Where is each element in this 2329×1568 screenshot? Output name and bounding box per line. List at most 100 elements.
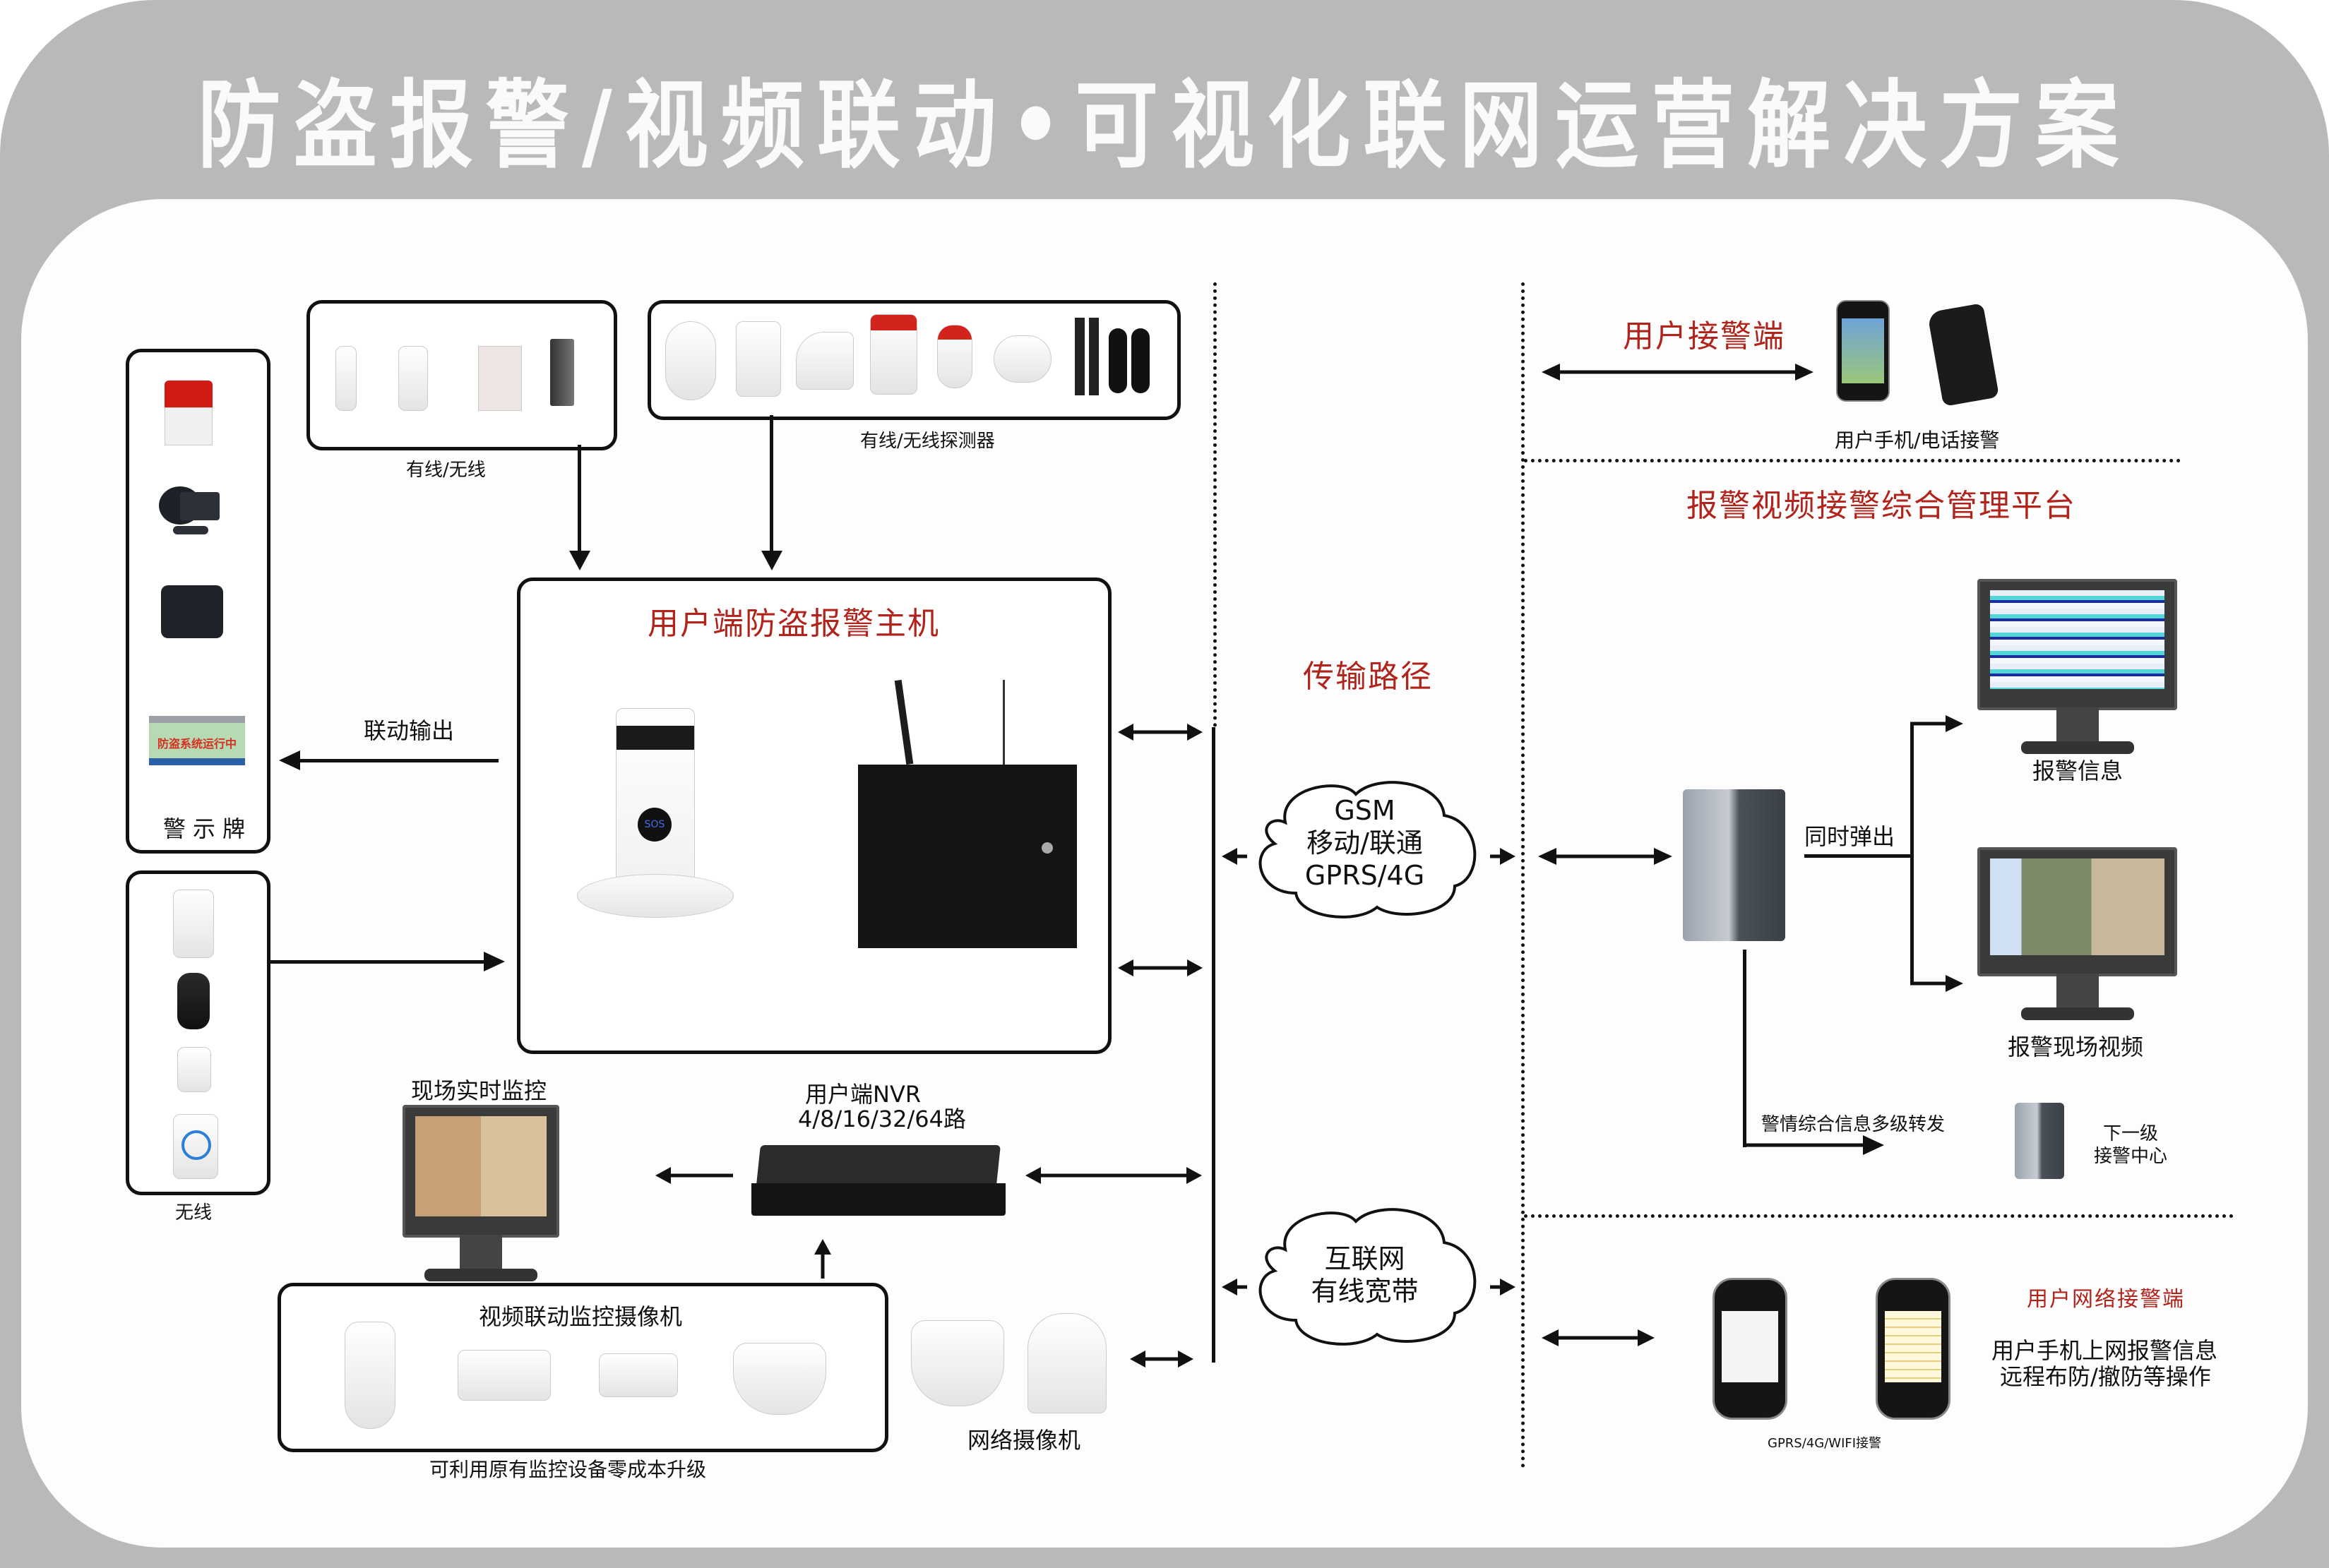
smartphone-app-icon [1876, 1278, 1950, 1420]
connector-line [1743, 950, 1746, 1147]
remotes-box [126, 870, 270, 1195]
strobe-siren-icon [165, 381, 213, 445]
network-receiver-title: 用户网络接警端 [2027, 1287, 2185, 1312]
four-button-remote-icon [173, 890, 214, 958]
double-arrow-icon [1542, 1329, 1655, 1346]
sos-button: SOS [638, 808, 672, 842]
contact-sensors-label: 有线/无线 [406, 460, 486, 481]
double-arrow-icon [1538, 848, 1672, 865]
wired-alarm-panel-icon [858, 679, 1077, 948]
live-monitor-label: 现场实时监控 [411, 1077, 547, 1104]
cloud-gsm-line: GPRS/4G [1304, 860, 1425, 891]
live-monitor-icon [403, 1105, 559, 1281]
double-arrow-icon [1118, 959, 1203, 976]
transport-title: 传输路径 [1303, 659, 1433, 695]
bullet-camera-icon [599, 1353, 678, 1397]
beam-detector-icon [1109, 328, 1127, 393]
next-center-server-icon [2015, 1103, 2064, 1179]
next-center-label: 接警中心 [2094, 1146, 2168, 1167]
floodlight-icon [161, 585, 223, 638]
pir-detector-icon [736, 321, 781, 397]
page-title: 防盗报警/视频联动•可视化联网运营解决方案 [197, 69, 2132, 181]
arrow-right-icon [1490, 1279, 1515, 1295]
internet-cloud: 互联网 有线宽带 [1243, 1200, 1487, 1348]
smoke-detector-icon [994, 335, 1052, 383]
linkage-cameras-box: 视频联动监控摄像机 [278, 1283, 888, 1452]
pir-detector-icon [665, 321, 716, 400]
cloud-internet-line: 互联网 [1324, 1243, 1405, 1274]
arrow-left-icon [655, 1167, 733, 1184]
network-dome-camera-icon [911, 1320, 1004, 1406]
network-receiver-desc: 用户手机上网报警信息 [1991, 1337, 2218, 1364]
beam-detector-icon [1131, 328, 1150, 393]
cloud-gsm-line: 移动/联通 [1306, 827, 1423, 858]
network-receiver-desc: 远程布防/撤防等操作 [2000, 1363, 2211, 1390]
alarm-video-label: 报警现场视频 [2008, 1034, 2144, 1060]
alarm-host-box: 用户端防盗报警主机 SOS [517, 577, 1112, 1054]
warning-sign: 防盗系统运行中 [149, 716, 245, 765]
gas-detector-icon [870, 314, 917, 395]
nvr-device-icon [751, 1145, 1006, 1219]
magnetic-contact-icon [550, 339, 574, 406]
arrow-down-icon [761, 551, 782, 570]
popup-label: 同时弹出 [1804, 823, 1895, 850]
dome-camera-icon [733, 1343, 826, 1415]
arrow-right-icon [1490, 848, 1515, 865]
linkage-cameras-title: 视频联动监控摄像机 [479, 1303, 683, 1330]
user-receiver-title: 用户接警端 [1623, 318, 1785, 354]
contact-sensors-box [306, 300, 617, 450]
wireless-alarm-panel-icon: SOS [577, 708, 734, 920]
cloud-gsm-line: GSM [1334, 795, 1395, 826]
connector-line [1804, 854, 1914, 858]
arrow-up-icon [814, 1239, 831, 1279]
linkage-cameras-caption: 可利用原有监控设备零成本升级 [429, 1458, 707, 1481]
door-sensor-icon [335, 346, 357, 411]
arrow-left-icon [1222, 848, 1247, 865]
separator-dotted [1524, 459, 2181, 462]
user-receiver-caption: 用户手机/电话接警 [1835, 429, 2000, 452]
arrow-left-icon [1222, 1279, 1247, 1295]
nvr-label: 用户端NVR [805, 1081, 922, 1108]
door-sensor-icon [478, 346, 522, 411]
arrow-right-icon [484, 952, 505, 971]
linkage-output-line [297, 759, 499, 762]
smartphone-icon [1836, 300, 1890, 402]
platform-title: 报警视频接警综合管理平台 [1686, 488, 2076, 524]
alarm-info-monitor-icon [1977, 579, 2177, 754]
forward-label: 警情综合信息多级转发 [1761, 1114, 1946, 1135]
double-arrow-icon [1025, 1167, 1202, 1184]
remotes-to-host-line [270, 960, 485, 964]
warning-devices-box: 防盗系统运行中 警示牌 [126, 349, 270, 854]
connector-line [578, 445, 581, 558]
wireless-doorbell-icon [173, 1114, 218, 1179]
separator-dotted [1524, 1214, 2234, 1218]
arrow-right-icon [1910, 975, 1963, 992]
bus-line [1212, 727, 1215, 1363]
detectors-label: 有线/无线探测器 [860, 431, 995, 452]
warning-sign-label: 警示牌 [163, 815, 253, 842]
horn-speaker-icon [159, 486, 220, 536]
linkage-output-label: 联动输出 [364, 717, 455, 744]
detectors-box [648, 300, 1181, 420]
door-sensor-icon [398, 346, 428, 411]
next-center-label: 下一级 [2103, 1123, 2159, 1144]
remotes-label: 无线 [175, 1202, 213, 1223]
alarm-video-monitor-icon [1977, 847, 2177, 1020]
wifi-pan-tilt-camera-icon [1028, 1313, 1107, 1413]
double-arrow-icon [1130, 1351, 1193, 1367]
smartphone-app-icon [1712, 1278, 1787, 1420]
double-arrow-icon [1118, 724, 1203, 741]
beam-detector-icon [1089, 318, 1099, 395]
warning-sign-text: 防盗系统运行中 [157, 737, 237, 750]
curtain-detector-icon [796, 332, 854, 390]
separator-dotted [1213, 282, 1217, 727]
double-arrow-icon [1542, 364, 1813, 381]
cloud-internet-line: 有线宽带 [1311, 1276, 1419, 1307]
arrow-right-icon [1743, 1135, 1884, 1155]
keyfob-remote-icon [177, 973, 210, 1029]
alarm-info-label: 报警信息 [2032, 758, 2124, 784]
keychain-remote-icon [177, 1047, 211, 1092]
alarm-host-title: 用户端防盗报警主机 [648, 606, 940, 642]
arrow-left-icon [279, 750, 300, 770]
arrow-right-icon [1910, 715, 1963, 732]
